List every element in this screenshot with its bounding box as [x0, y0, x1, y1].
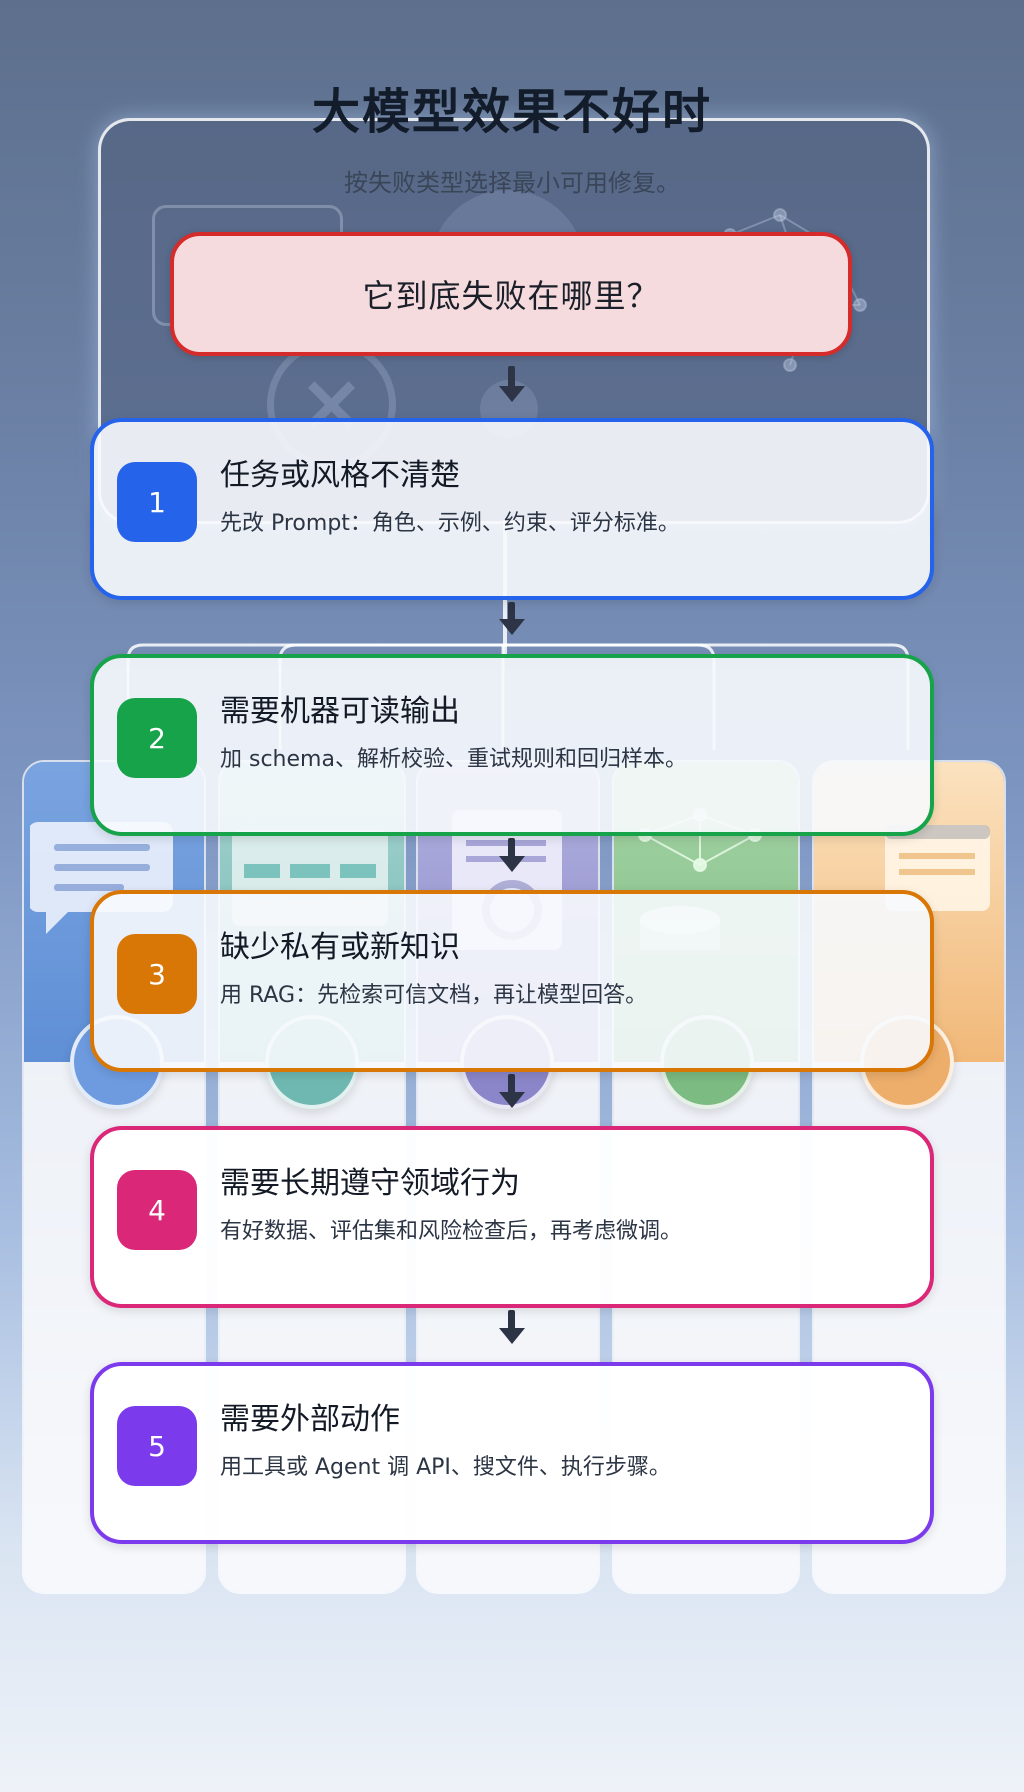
flow-arrow-down-icon: [499, 1092, 525, 1108]
step-title: 需要长期遵守领域行为: [220, 1166, 520, 1201]
step-title: 缺少私有或新知识: [220, 930, 460, 965]
step-description: 有好数据、评估集和风险检查后，再考虑微调。: [220, 1219, 683, 1244]
step-card-1: 1 任务或风格不清楚 先改 Prompt：角色、示例、约束、评分标准。: [90, 418, 934, 600]
step-title: 需要外部动作: [220, 1402, 400, 1437]
step-card-4: 4 需要长期遵守领域行为 有好数据、评估集和风险检查后，再考虑微调。: [90, 1126, 934, 1308]
step-card-2: 2 需要机器可读输出 加 schema、解析校验、重试规则和回归样本。: [90, 654, 934, 836]
step-card-3: 3 缺少私有或新知识 用 RAG：先检索可信文档，再让模型回答。: [90, 890, 934, 1072]
flow-arrow-down-icon: [499, 386, 525, 402]
step-number-badge: 4: [117, 1170, 197, 1250]
step-number-badge: 2: [117, 698, 197, 778]
flow-arrow-stem: [508, 1074, 515, 1094]
step-number-badge: 1: [117, 462, 197, 542]
step-description: 加 schema、解析校验、重试规则和回归样本。: [220, 747, 687, 772]
flow-arrow-stem: [508, 366, 515, 388]
step-card-5: 5 需要外部动作 用工具或 Agent 调 API、搜文件、执行步骤。: [90, 1362, 934, 1544]
flow-arrow-stem: [508, 1310, 515, 1330]
step-description: 先改 Prompt：角色、示例、约束、评分标准。: [220, 511, 680, 536]
step-title: 需要机器可读输出: [220, 694, 460, 729]
step-number-badge: 3: [117, 934, 197, 1014]
flow-arrow-stem: [508, 602, 515, 622]
page-title: 大模型效果不好时: [311, 84, 712, 140]
page-subtitle: 按失败类型选择最小可用修复。: [344, 169, 680, 197]
flow-arrow-down-icon: [499, 1328, 525, 1344]
step-description: 用 RAG：先检索可信文档，再让模型回答。: [220, 983, 648, 1008]
step-description: 用工具或 Agent 调 API、搜文件、执行步骤。: [220, 1455, 671, 1480]
step-number-badge: 5: [117, 1406, 197, 1486]
question-box: 它到底失败在哪里？: [170, 232, 852, 356]
step-title: 任务或风格不清楚: [220, 458, 460, 493]
question-text: 它到底失败在哪里？: [362, 277, 660, 315]
flow-arrow-down-icon: [499, 619, 525, 635]
flow-arrow-down-icon: [499, 856, 525, 872]
flow-arrow-stem: [508, 838, 515, 858]
